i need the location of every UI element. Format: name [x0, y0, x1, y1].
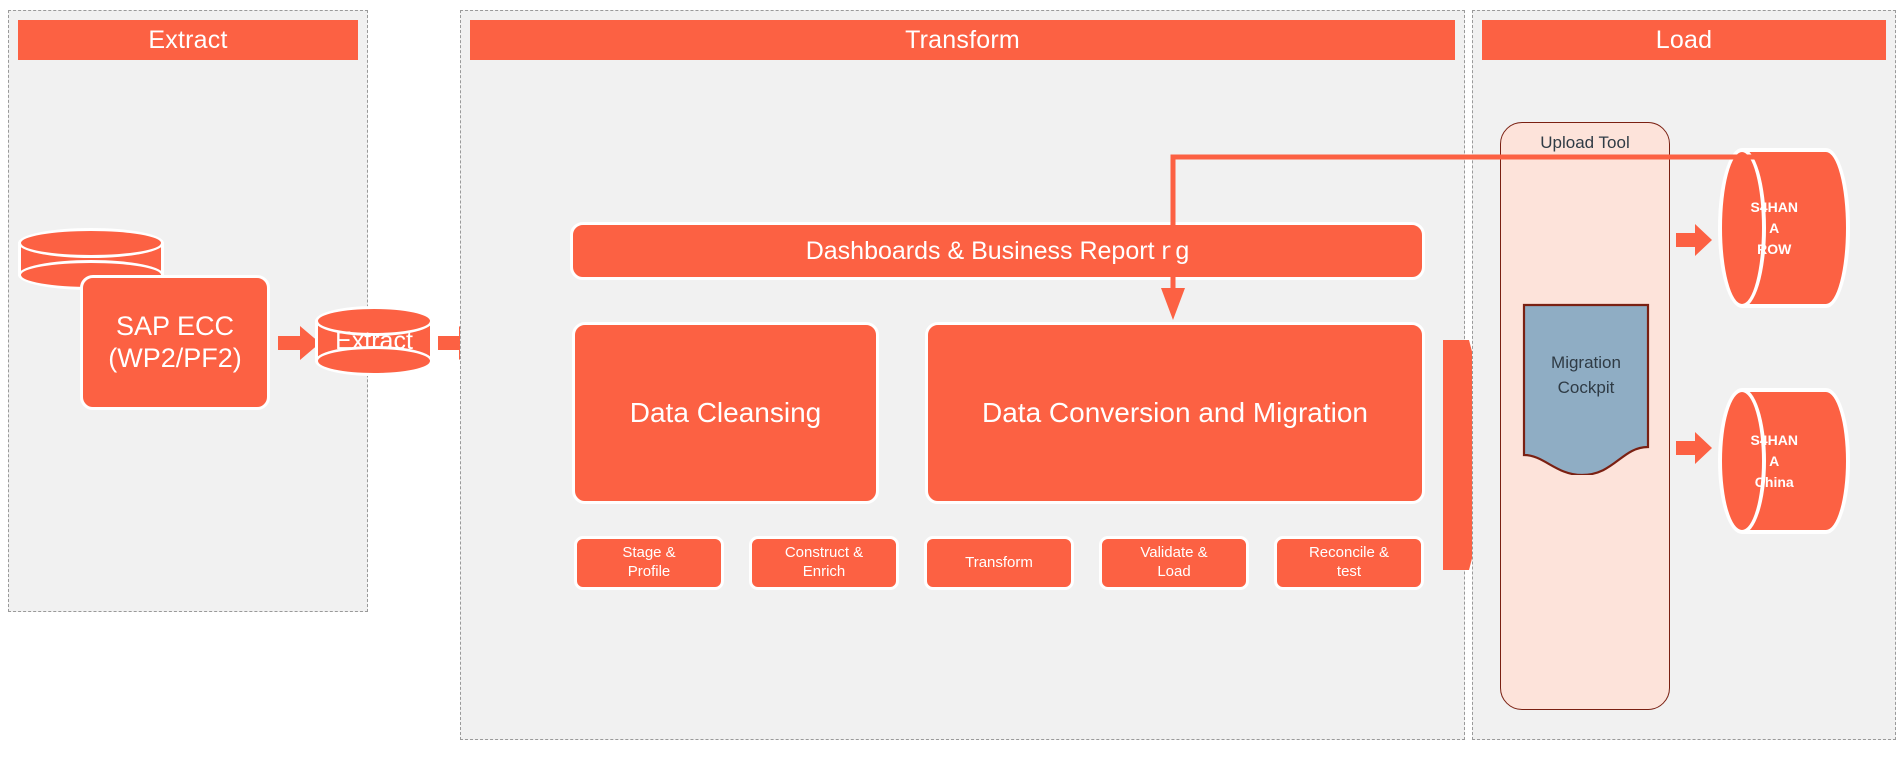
s4hana-row-label: S4HAN A ROW	[1732, 148, 1816, 308]
step-reconcile-test[interactable]: Reconcile & test	[1274, 536, 1424, 590]
step-line1: Stage &	[622, 544, 676, 562]
s4hana-row-line3: ROW	[1757, 240, 1792, 257]
s4hana-china-line1: S4HAN	[1750, 431, 1798, 448]
lane-transform-label: Transform	[905, 25, 1020, 54]
data-cleansing-box[interactable]: Data Cleansing	[572, 322, 879, 504]
upload-tool-label: Upload Tool	[1540, 133, 1630, 152]
lane-transform-header: Transform	[470, 20, 1455, 60]
cylinder-top-cap	[18, 228, 164, 258]
extract-datastore-label: Extract	[335, 326, 413, 355]
s4hana-china-cylinder[interactable]: S4HAN A China	[1718, 388, 1850, 534]
step-line1: Reconcile &	[1308, 544, 1390, 562]
migration-cockpit-line2: Cockpit	[1557, 377, 1615, 397]
step-line1: Construct &	[784, 544, 864, 562]
data-conversion-migration-label: Data Conversion and Migration	[982, 396, 1368, 428]
lane-extract-label: Extract	[148, 25, 228, 54]
s4hana-china-label: S4HAN A China	[1732, 388, 1816, 534]
sap-ecc-line2: (WP2/PF2)	[108, 342, 242, 373]
s4hana-row-line1: S4HAN	[1750, 198, 1798, 215]
step-line2: test	[1336, 563, 1362, 580]
data-conversion-migration-box[interactable]: Data Conversion and Migration	[925, 322, 1425, 504]
sap-ecc-database-cylinder	[18, 228, 164, 290]
sap-ecc-box[interactable]: SAP ECC (WP2/PF2)	[80, 275, 270, 410]
lane-load-header: Load	[1482, 20, 1886, 60]
s4hana-row-line2: A	[1769, 219, 1780, 236]
arrow-transform-to-load	[1443, 340, 1499, 575]
arrow-upload-to-s4hana-china	[1676, 432, 1712, 464]
dashboards-banner[interactable]: Dashboards & Business Report ng	[570, 222, 1425, 280]
step-construct-enrich[interactable]: Construct & Enrich	[749, 536, 899, 590]
lane-load-label: Load	[1655, 25, 1713, 54]
s4hana-row-cylinder[interactable]: S4HAN A ROW	[1718, 148, 1850, 308]
step-line1: Transform	[965, 553, 1033, 571]
step-line2: Load	[1157, 563, 1191, 580]
step-line2: Enrich	[802, 563, 846, 580]
step-line1: Validate &	[1140, 544, 1208, 562]
step-transform[interactable]: Transform	[924, 536, 1074, 590]
arrow-sapecc-to-extract	[278, 326, 320, 360]
lane-extract-header: Extract	[18, 20, 358, 60]
step-line2: Profile	[627, 563, 671, 580]
step-validate-load[interactable]: Validate & Load	[1099, 536, 1249, 590]
cylinder-left-cap	[1718, 388, 1766, 534]
s4hana-china-line3: China	[1754, 473, 1794, 490]
extract-datastore-cylinder[interactable]: Extract	[315, 306, 433, 376]
cylinder-top-cap	[315, 306, 433, 336]
s4hana-china-line2: A	[1769, 452, 1780, 469]
migration-cockpit-document[interactable]: Migration Cockpit	[1522, 303, 1650, 477]
arrow-upload-to-s4hana-row	[1676, 224, 1712, 256]
step-stage-profile[interactable]: Stage & Profile	[574, 536, 724, 590]
data-cleansing-label: Data Cleansing	[629, 396, 822, 428]
dashboards-banner-label: Dashboards & Business Report ng	[805, 236, 1190, 265]
migration-cockpit-line1: Migration	[1551, 353, 1621, 372]
cylinder-bottom-cap	[315, 346, 433, 376]
sap-ecc-line1: SAP ECC	[115, 311, 235, 342]
